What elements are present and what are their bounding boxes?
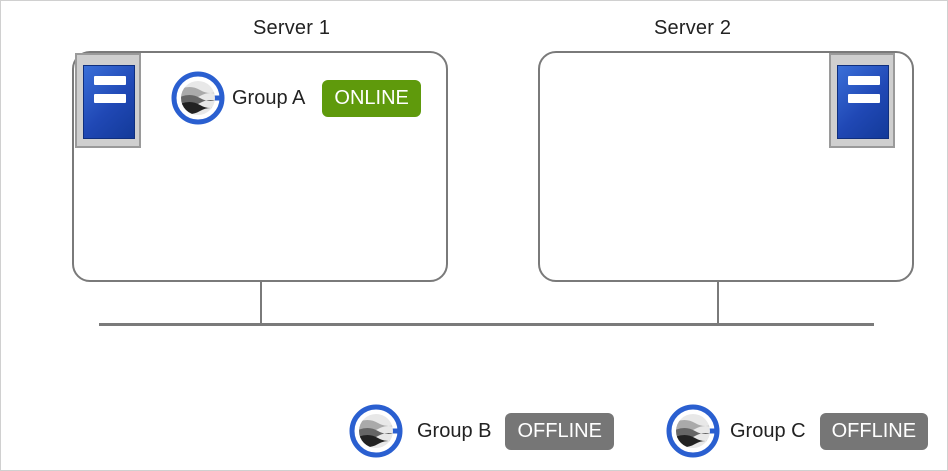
group-b: Group B OFFLINE <box>348 403 614 459</box>
group-c: Group C OFFLINE <box>665 403 929 459</box>
server-tower-icon <box>75 53 141 148</box>
server-2-title: Server 2 <box>654 17 732 39</box>
group-c-label: Group C <box>730 419 806 442</box>
network-line <box>99 323 874 326</box>
group-a-status-badge: ONLINE <box>322 79 421 117</box>
server-tower-icon <box>829 53 895 148</box>
failover-group-icon <box>171 71 225 125</box>
group-b-status-badge: OFFLINE <box>505 412 614 450</box>
group-c-status-badge: OFFLINE <box>819 412 929 450</box>
server-2-link <box>717 282 719 325</box>
failover-group-icon <box>349 404 403 458</box>
group-a-label: Group A <box>232 86 306 109</box>
group-b-label: Group B <box>417 419 492 442</box>
failover-group-icon <box>666 404 720 458</box>
group-a: Group A ONLINE <box>170 70 421 126</box>
server-1-link <box>260 282 262 325</box>
server-1-title: Server 1 <box>253 17 331 39</box>
